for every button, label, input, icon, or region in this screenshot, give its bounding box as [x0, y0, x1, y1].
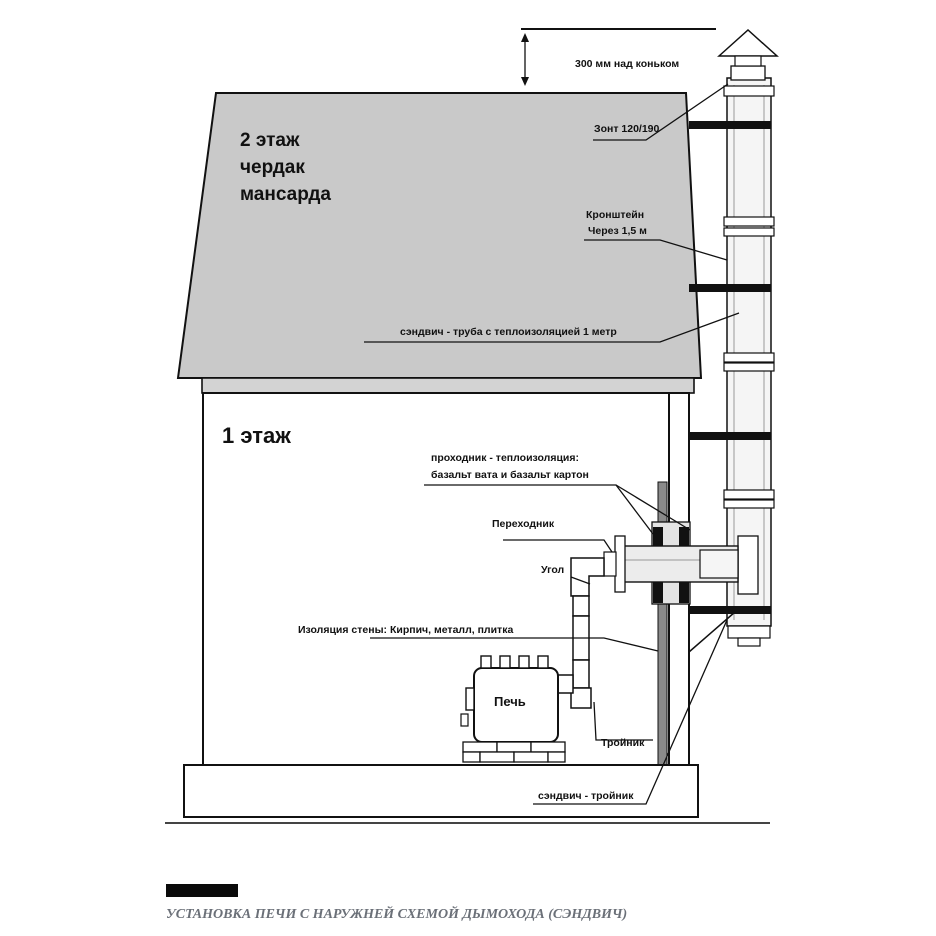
chimney-umbrella — [717, 28, 779, 81]
bracket-label-line1: Кронштейн — [586, 209, 644, 221]
roof-eave — [201, 377, 695, 394]
foundation — [183, 764, 699, 818]
house-first-floor — [202, 392, 670, 766]
floor2-label-line2: чердак — [240, 157, 305, 178]
floor2-label-line1: 2 этаж — [240, 130, 300, 151]
stove-label: Печь — [494, 694, 526, 709]
height-arrow-down — [521, 77, 529, 86]
redaction-bar — [166, 884, 238, 897]
sandwich-tee-label: сэндвич - тройник — [538, 790, 634, 802]
stove-bricks — [462, 741, 566, 763]
diagram-caption: УСТАНОВКА ПЕЧИ С НАРУЖНЕЙ СХЕМОЙ ДЫМОХОД… — [166, 904, 627, 922]
sandwich-pipe-label: сэндвич - труба с теплоизоляцией 1 метр — [400, 326, 617, 338]
leader-lines — [364, 83, 740, 805]
above-ridge-label: 300 мм над коньком — [575, 58, 679, 70]
adapter-label: Переходник — [492, 518, 555, 530]
bracket-label-line2: Через 1,5 м — [588, 225, 647, 237]
bracket-brace — [688, 611, 736, 653]
wall-insulation-label: Изоляция стены: Кирпич, металл, плитка — [298, 624, 513, 636]
chimney-pipe — [723, 77, 775, 647]
adapter — [603, 535, 626, 593]
tee-label: Тройник — [601, 737, 645, 749]
roof — [176, 92, 703, 379]
elbow-label: Угол — [541, 564, 564, 576]
passage-label-line1: проходник - теплоизоляция: — [431, 452, 579, 464]
stove — [460, 655, 559, 743]
umbrella-label: Зонт 120/190 — [594, 123, 660, 135]
floor2-label-line3: мансарда — [240, 184, 331, 205]
wall-brackets — [689, 121, 771, 614]
connector-pipe — [623, 545, 739, 583]
passage-label-line2: базальт вата и базальт картон — [431, 469, 589, 481]
floor1-label: 1 этаж — [222, 423, 291, 448]
height-arrow-up — [521, 33, 529, 42]
